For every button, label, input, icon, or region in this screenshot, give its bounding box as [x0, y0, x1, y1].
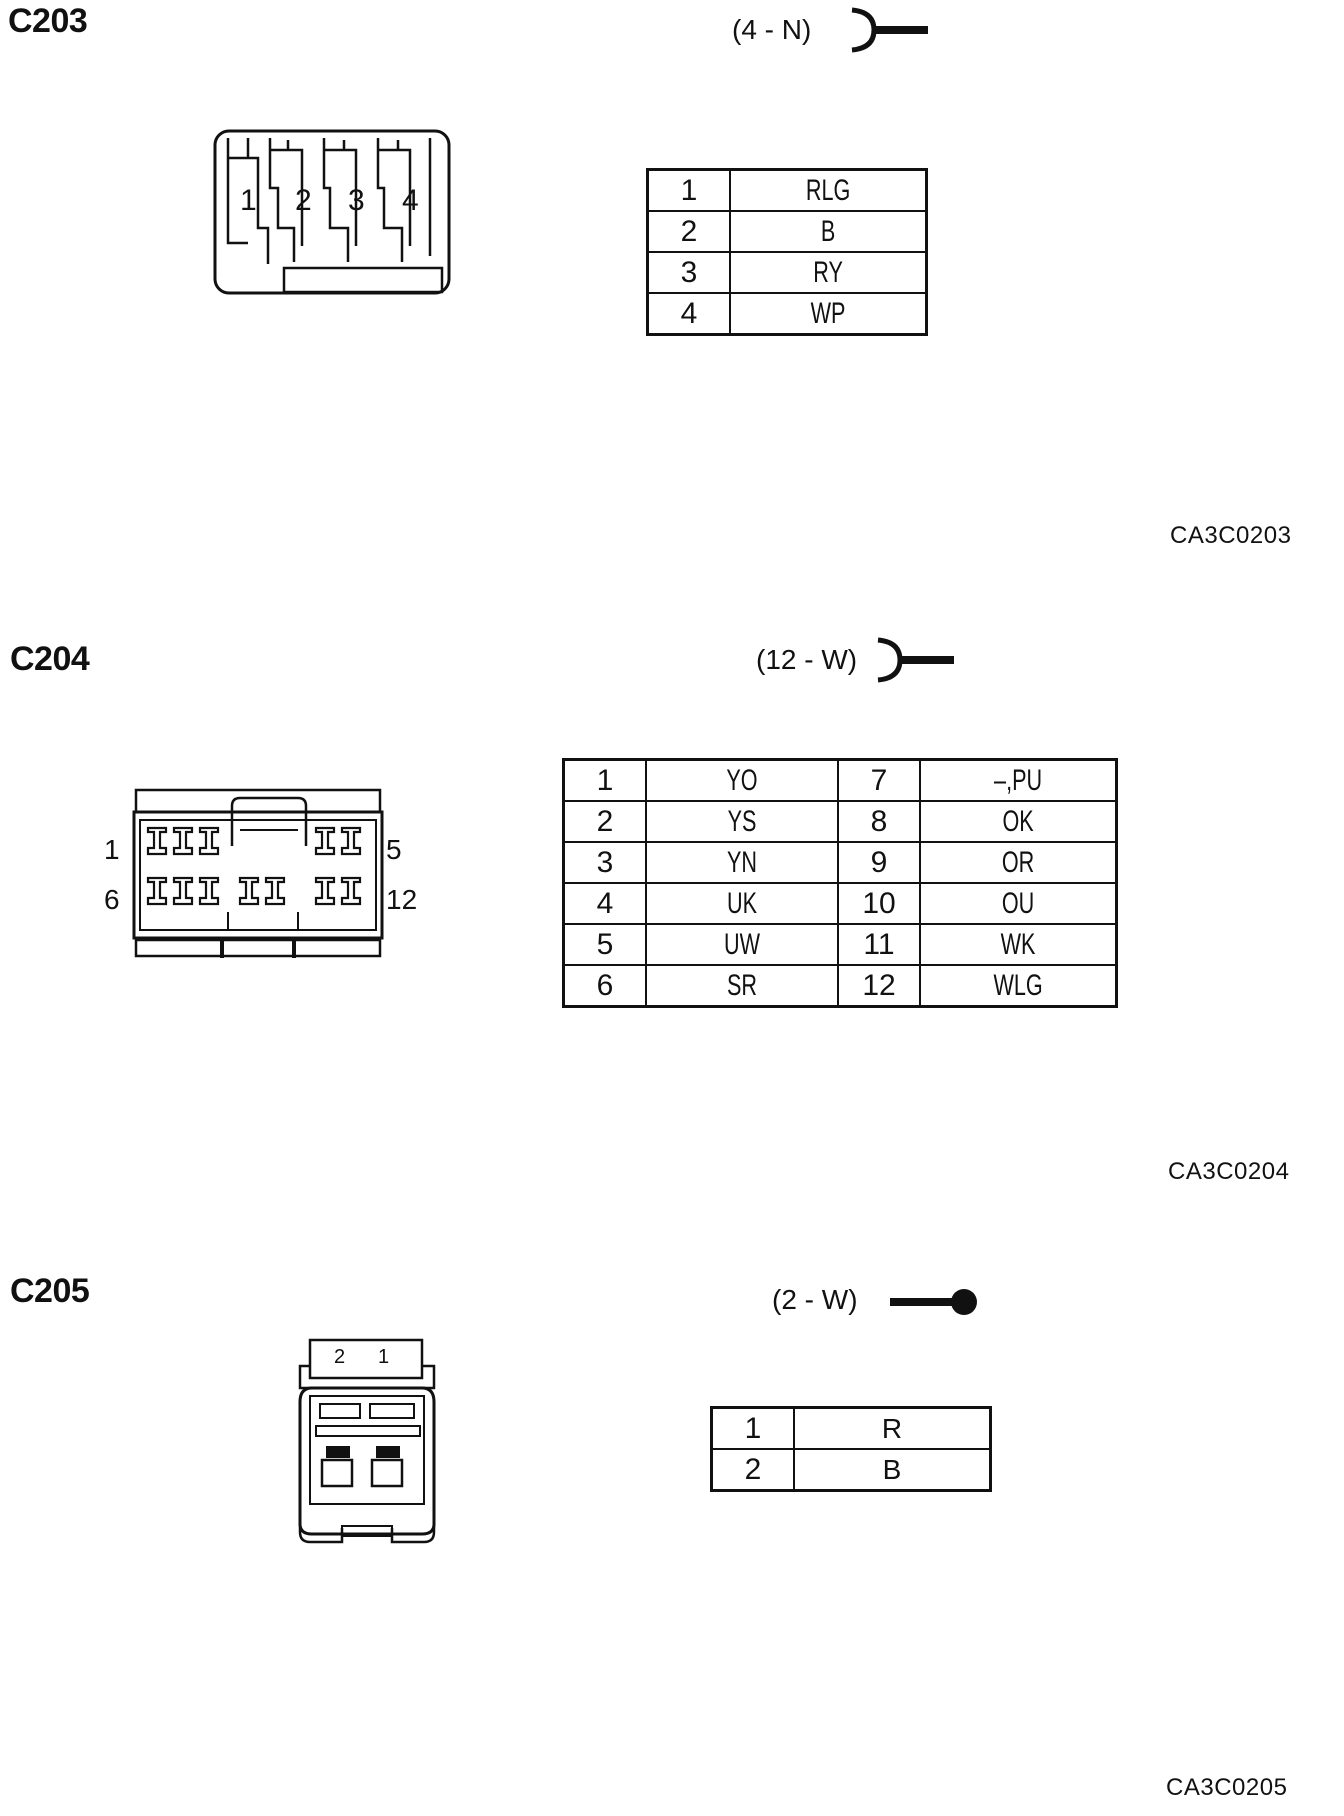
connector-spec-c205: (2 - W)	[772, 1284, 858, 1315]
wire-color: OK	[946, 800, 1090, 843]
male-terminal-symbol	[890, 1289, 977, 1315]
wire-color: OU	[946, 882, 1090, 925]
pin-number: 10	[837, 882, 921, 925]
table-row: 3 RY	[646, 251, 927, 294]
face-label-pin-1: 1	[378, 1346, 390, 1368]
wire-color: B	[756, 210, 900, 253]
wire-color: YO	[672, 758, 812, 802]
table-row: 3 YN 9 OR	[562, 841, 1117, 884]
pin-number: 5	[562, 923, 647, 966]
figure-code-c205: CA3C0205	[1166, 1774, 1288, 1801]
wire-color: WK	[946, 923, 1090, 966]
wire-color: RY	[756, 251, 900, 294]
figure-code-c203: CA3C0203	[1170, 522, 1292, 549]
face-label-pin-12: 12	[386, 884, 418, 915]
wire-color: WP	[756, 292, 900, 336]
pin-number: 11	[837, 923, 921, 966]
connector-id-c204: C204	[10, 640, 90, 678]
pin-number: 4	[646, 292, 731, 336]
pin-number: 9	[837, 841, 921, 884]
pin-number: 6	[562, 964, 647, 1008]
wire-color: OR	[946, 841, 1090, 884]
table-row: 1 YO 7 –,PU	[562, 758, 1117, 802]
pin-number: 1	[646, 168, 731, 212]
table-row: 5 UW 11 WK	[562, 923, 1117, 966]
face-label-pin-5: 5	[386, 834, 402, 865]
connector-face-c205	[298, 1338, 436, 1544]
table-row: 1 RLG	[646, 168, 927, 212]
pin-number: 2	[710, 1448, 795, 1492]
pin-number: 3	[562, 841, 647, 884]
connector-spec-c203: (4 - N)	[732, 14, 812, 45]
wire-color: –,PU	[946, 758, 1090, 802]
connector-face-c203	[213, 129, 451, 295]
female-terminal-symbol	[877, 637, 954, 683]
face-label-pin-2: 2	[334, 1346, 346, 1368]
table-row: 6 SR 12 WLG	[562, 964, 1117, 1008]
figure-code-c204: CA3C0204	[1168, 1158, 1290, 1185]
pin-number: 12	[837, 964, 921, 1008]
table-row: 2 YS 8 OK	[562, 800, 1117, 843]
wire-color: B	[793, 1448, 992, 1492]
face-label-pin-1: 1	[240, 184, 257, 217]
pin-number: 1	[710, 1406, 795, 1450]
face-label-pin-4: 4	[402, 184, 419, 217]
pin-number: 2	[562, 800, 647, 843]
pin-number: 1	[562, 758, 647, 802]
connector-spec-c204: (12 - W)	[756, 644, 858, 675]
wire-color: UK	[672, 882, 812, 925]
face-label-pin-3: 3	[348, 184, 365, 217]
face-label-pin-6: 6	[104, 884, 120, 915]
face-label-pin-2: 2	[295, 184, 312, 217]
wire-color: R	[793, 1406, 992, 1450]
pin-table-c204: 1 YO 7 –,PU 2 YS 8 OK 3 YN 9 OR 4 UK 10 …	[562, 758, 1118, 1008]
wire-color: YS	[672, 800, 812, 843]
female-terminal-symbol	[851, 7, 928, 53]
pin-number: 7	[837, 758, 921, 802]
pin-number: 8	[837, 800, 921, 843]
face-label-pin-1: 1	[104, 834, 120, 865]
table-row: 4 UK 10 OU	[562, 882, 1117, 925]
wire-color: UW	[672, 923, 812, 966]
wire-color: RLG	[756, 168, 900, 212]
connector-id-c203: C203	[8, 2, 88, 40]
wire-color: WLG	[946, 964, 1090, 1008]
table-row: 4 WP	[646, 292, 927, 336]
pin-number: 3	[646, 251, 731, 294]
wire-color: YN	[672, 841, 812, 884]
wire-color: SR	[672, 964, 812, 1008]
pin-number: 2	[646, 210, 731, 253]
pin-number: 4	[562, 882, 647, 925]
connector-id-c205: C205	[10, 1272, 90, 1310]
connector-face-c204	[132, 788, 384, 958]
